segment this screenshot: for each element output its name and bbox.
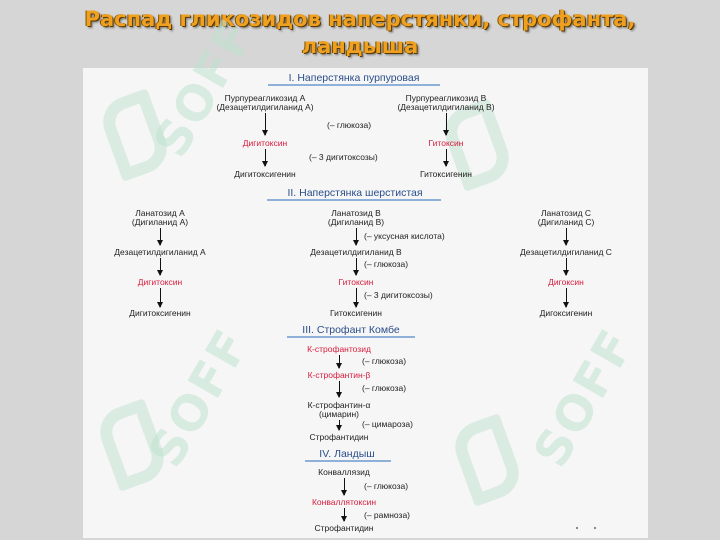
arrow [157, 258, 163, 276]
node-strophanthidin: Строфантидин [309, 432, 369, 442]
node-digitoxin-2: Дигитоксин [137, 277, 183, 287]
node-digoxigenin: Дигоксигенин [539, 308, 593, 318]
section-underline [267, 199, 441, 201]
section-title-3: III. Строфант Комбе [302, 324, 400, 336]
title-line-2: ландыша [301, 34, 419, 58]
arrow [336, 381, 342, 398]
node-convallaside: Конваллязид [318, 467, 370, 477]
step-label: (– глюкоза) [362, 356, 407, 366]
dot [576, 527, 578, 529]
section-title-2: II. Наперстянка шерстистая [287, 187, 423, 199]
arrow [262, 113, 268, 136]
arrow [341, 478, 347, 496]
node-desacetyl-b: Дезацетилдигиланид В [310, 247, 402, 257]
node-gitoxigenin-2: Гитоксигенин [330, 308, 382, 318]
node-purpurea-a: Пурпуреагликозид А [224, 93, 306, 103]
arrow [157, 288, 163, 308]
step-label: (– глюкоза) [364, 259, 409, 269]
node-k-strophantoside: К-строфантозид [307, 344, 371, 354]
node-digoxin: Дигоксин [548, 277, 584, 287]
arrow [353, 288, 359, 308]
step-label: (– глюкоза) [364, 481, 409, 491]
arrow [336, 420, 342, 431]
section-underline [287, 336, 415, 338]
node-cymarin: (цимарин) [318, 409, 360, 419]
section-underline [305, 460, 391, 462]
node-gitoxin-2: Гитоксин [338, 277, 374, 287]
dot [594, 527, 596, 529]
step-label: (– глюкоза) [327, 120, 372, 130]
node-digitoxigenin: Дигитоксигенин [234, 169, 296, 179]
arrow [157, 228, 163, 246]
section-title-4: IV. Ландыш [319, 448, 375, 460]
arrow [563, 258, 569, 276]
arrow [353, 258, 359, 276]
title-line-1: Распад гликозидов наперстянки, строфанта… [84, 7, 636, 31]
node-digitoxigenin-2: Дигитоксигенин [129, 308, 191, 318]
section-underline [268, 84, 440, 86]
arrow [262, 149, 268, 167]
diagram-panel [83, 68, 648, 538]
node-lanatoside-c: Ланатозид С [540, 208, 592, 218]
section-title-1: I. Наперстянка пурпуровая [288, 72, 420, 84]
node-lanatoside-c-alt: (Дигиланид С) [537, 217, 595, 227]
arrow [443, 149, 449, 167]
arrow [563, 228, 569, 246]
step-label: (– цимароза) [362, 419, 413, 429]
node-k-strophanthin-beta: К-строфантин-β [307, 370, 371, 380]
node-purpurea-a-alt: (Дезацетилдигиланид А) [216, 102, 314, 112]
node-digitoxin: Дигитоксин [242, 138, 288, 148]
arrow [336, 355, 342, 369]
node-gitoxin: Гитоксин [428, 138, 464, 148]
node-lanatoside-b: Ланатозид В [331, 208, 381, 218]
arrow [563, 288, 569, 308]
node-lanatoside-a: Ланатозид А [135, 208, 185, 218]
arrow [353, 228, 359, 246]
slide-title: Распад гликозидов наперстянки, строфанта… [0, 6, 720, 60]
arrow [341, 508, 347, 522]
step-label: (– 3 дигитоксозы) [309, 152, 378, 162]
node-strophanthidin-2: Строфантидин [314, 523, 374, 533]
node-desacetyl-a: Дезацетилдигиланид А [114, 247, 206, 257]
step-label: (– уксусная кислота) [364, 231, 445, 241]
node-lanatoside-a-alt: (Дигиланид А) [131, 217, 189, 227]
node-purpurea-b-alt: (Дезацетилдигиланид В) [397, 102, 495, 112]
arrow [443, 113, 449, 136]
node-purpurea-b: Пурпуреагликозид В [405, 93, 487, 103]
step-label: (– глюкоза) [362, 383, 407, 393]
node-lanatoside-b-alt: (Дигиланид В) [327, 217, 385, 227]
step-label: (– рамноза) [364, 510, 410, 520]
node-desacetyl-c: Дезацетилдигиланид С [520, 247, 612, 257]
node-gitoxigenin: Гитоксигенин [420, 169, 472, 179]
step-label: (– 3 дигитоксозы) [364, 290, 433, 300]
node-k-strophanthin-alpha: К-строфантин-α [307, 400, 371, 410]
node-convallatoxin: Конваллятоксин [311, 497, 377, 507]
